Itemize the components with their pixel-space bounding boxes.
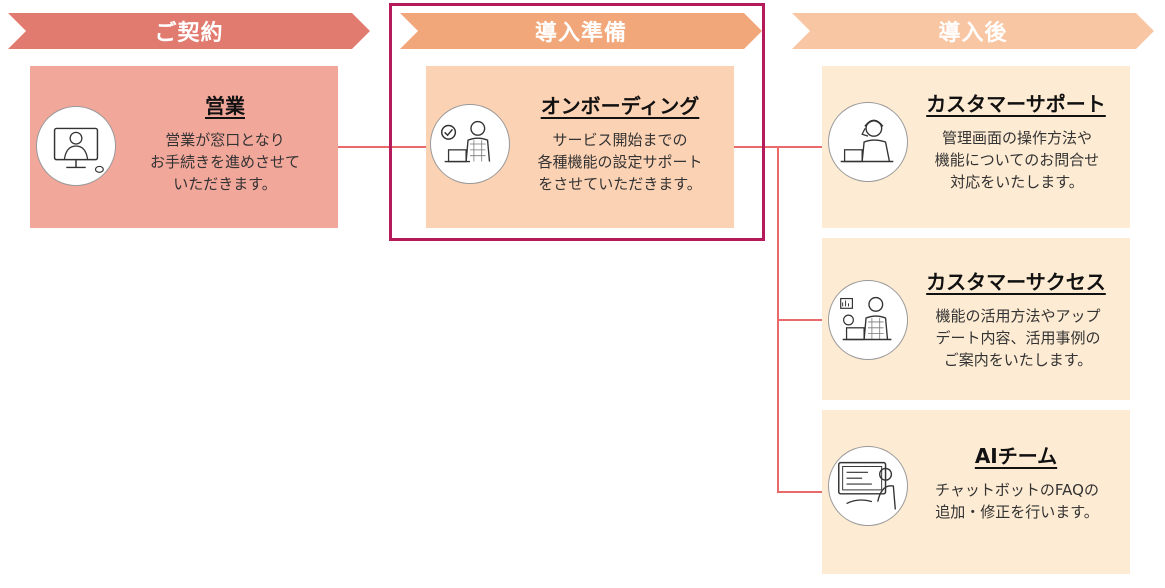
phase-after-label: 導入後 xyxy=(938,21,1008,46)
laptop-worker-icon xyxy=(430,104,510,184)
customer-success-title: カスタマーサクセス xyxy=(926,270,1106,294)
customer-support-description: 管理画面の操作方法や 機能についてのお問合せ 対応をいたします。 xyxy=(934,129,1100,191)
customer-success-description: 機能の活用方法やアップ デート内容、活用事例の ご案内をいたします。 xyxy=(935,307,1101,369)
onboarding-card: オンボーディング サービス開始までの 各種機能の設定サポート をさせていただきま… xyxy=(426,66,734,228)
onboarding-description: サービス開始までの 各種機能の設定サポート をさせていただきます。 xyxy=(537,131,703,193)
chatbot-screen-icon xyxy=(828,446,908,526)
customer-support-title: カスタマーサポート xyxy=(926,92,1106,116)
connector-to-ai xyxy=(777,491,822,493)
customer-success-card: カスタマーサクセス 機能の活用方法やアップ デート内容、活用事例の ご案内をいた… xyxy=(822,238,1130,400)
connector-sales-onboarding xyxy=(338,146,426,148)
onboarding-title: オンボーディング xyxy=(540,94,700,118)
ai-team-description: チャットボットのFAQの 追加・修正を行います。 xyxy=(935,481,1099,521)
analyst-icon xyxy=(828,280,908,360)
support-staff-icon xyxy=(36,106,116,186)
current-phase-highlight xyxy=(389,3,765,241)
connector-to-success xyxy=(777,319,822,321)
phase-contract-chevron: ご契約 xyxy=(8,13,370,49)
phase-contract-label: ご契約 xyxy=(154,21,224,46)
customer-support-card: カスタマーサポート 管理画面の操作方法や 機能についてのお問合せ 対応をいたしま… xyxy=(822,66,1130,228)
phase-preparation-chevron: 導入準備 xyxy=(400,13,762,49)
phase-preparation-label: 導入準備 xyxy=(534,21,627,46)
headset-operator-icon xyxy=(828,102,908,182)
ai-team-card: AIチーム チャットボットのFAQの 追加・修正を行います。 xyxy=(822,410,1130,574)
ai-team-title: AIチーム xyxy=(974,444,1058,468)
sales-card: 営業 営業が窓口となり お手続きを進めさせて いただきます。 xyxy=(30,66,338,228)
sales-title: 営業 xyxy=(205,94,245,118)
phase-after-chevron: 導入後 xyxy=(792,13,1154,49)
sales-description: 営業が窓口となり お手続きを進めさせて いただきます。 xyxy=(149,131,300,193)
